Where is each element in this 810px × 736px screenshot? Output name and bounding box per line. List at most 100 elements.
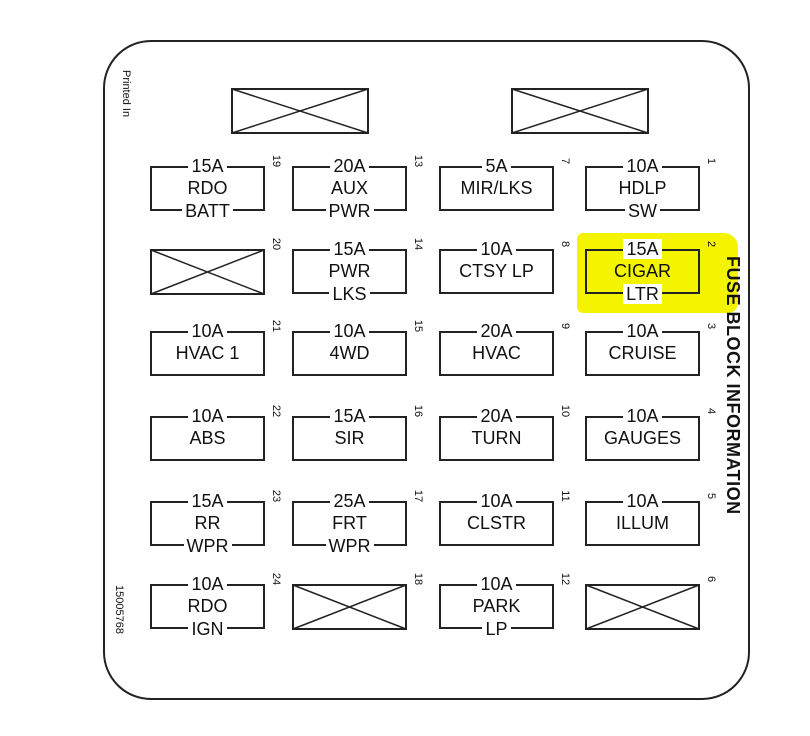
fuse-slot-20: 20 xyxy=(145,238,287,306)
fuse-label: PARK xyxy=(472,596,521,616)
fuse-number: 15 xyxy=(412,319,424,333)
fuse-number: 21 xyxy=(270,319,282,333)
fuse-number: 13 xyxy=(412,154,424,168)
fuse-number: 23 xyxy=(270,489,282,503)
fuse-label: CIGAR xyxy=(613,261,671,281)
fuse-label: ABS xyxy=(189,428,226,448)
fuse-label: HDLP xyxy=(618,178,667,198)
fuse-number: 22 xyxy=(270,404,282,418)
fuse-amperage: 10A xyxy=(439,574,554,594)
fuse-number: 17 xyxy=(412,489,424,503)
fuse-label: PWR xyxy=(328,261,371,281)
fuse-number: 1 xyxy=(705,157,717,165)
fuse-amperage: 10A xyxy=(585,321,700,341)
fuse-label: SIR xyxy=(334,428,365,448)
relay-right xyxy=(511,88,649,134)
fuse-amperage: 15A xyxy=(292,239,407,259)
fuse-label: HVAC 1 xyxy=(175,343,240,363)
fuse-amperage: 10A xyxy=(585,156,700,176)
fuse-number: 10 xyxy=(559,404,571,418)
relay-left xyxy=(231,88,369,134)
fuse-label-2: WPR xyxy=(150,536,265,556)
fuse-amperage: 25A xyxy=(292,491,407,511)
fuse-amperage: 20A xyxy=(439,406,554,426)
fuse-number: 9 xyxy=(559,322,571,330)
fuse-label-2: PWR xyxy=(292,201,407,221)
fuse-block-panel xyxy=(103,40,750,700)
fuse-amperage: 15A xyxy=(150,156,265,176)
fuse-number: 11 xyxy=(559,490,571,502)
fuse-label: GAUGES xyxy=(603,428,682,448)
fuse-slot-6: 6 xyxy=(580,573,722,641)
fuse-number: 14 xyxy=(412,237,424,251)
fuse-label: CRUISE xyxy=(608,343,677,363)
fuse-amperage: 10A xyxy=(150,406,265,426)
part-number: 15005768 xyxy=(113,585,125,634)
fuse-number: 2 xyxy=(705,240,717,248)
empty-slot-icon xyxy=(585,584,700,630)
fuse-label: CTSY LP xyxy=(459,261,534,281)
fuse-amperage: 10A xyxy=(150,574,265,594)
fuse-label: MIR/LKS xyxy=(460,178,533,198)
fuse-label: RDO xyxy=(187,178,228,198)
printed-in-label: Printed In xyxy=(120,70,132,118)
fuse-slot-18: 18 xyxy=(287,573,429,641)
fuse-amperage: 15A xyxy=(150,491,265,511)
fuse-number: 20 xyxy=(270,237,282,251)
fuse-number: 7 xyxy=(559,157,571,165)
fuse-amperage: 10A xyxy=(585,406,700,426)
fuse-number: 5 xyxy=(705,492,717,500)
fuse-label: 4WD xyxy=(329,343,370,363)
fuse-number: 4 xyxy=(705,407,717,415)
fuse-label-2: BATT xyxy=(150,201,265,221)
fuse-label: AUX xyxy=(330,178,368,198)
fuse-number: 24 xyxy=(270,572,282,586)
fuse-number: 19 xyxy=(270,154,282,168)
fuse-number: 16 xyxy=(412,404,424,418)
fuse-label: ILLUM xyxy=(615,513,669,533)
fuse-amperage: 15A xyxy=(292,406,407,426)
fuse-label: RR xyxy=(194,513,221,533)
fuse-amperage: 10A xyxy=(439,491,554,511)
fuse-amperage: 15A xyxy=(585,239,700,259)
fuse-amperage: 20A xyxy=(292,156,407,176)
fuse-amperage: 10A xyxy=(150,321,265,341)
fuse-label-2: SW xyxy=(585,201,700,221)
fuse-amperage: 20A xyxy=(439,321,554,341)
fuse-amperage: 10A xyxy=(292,321,407,341)
fuse-amperage: 10A xyxy=(585,491,700,511)
fuse-label: RDO xyxy=(187,596,228,616)
fuse-amperage: 5A xyxy=(439,156,554,176)
fuse-label: CLSTR xyxy=(466,513,526,533)
fuse-block-title: FUSE BLOCK INFORMATION xyxy=(723,256,743,515)
fuse-label-2: LKS xyxy=(292,284,407,304)
fuse-label-2: IGN xyxy=(150,619,265,639)
empty-slot-icon xyxy=(292,584,407,630)
fuse-number: 6 xyxy=(705,575,717,583)
fuse-label: FRT xyxy=(332,513,367,533)
fuse-number: 8 xyxy=(559,240,571,248)
fuse-label: HVAC xyxy=(472,343,521,363)
fuse-amperage: 10A xyxy=(439,239,554,259)
fuse-number: 18 xyxy=(412,572,424,586)
fuse-label-2: WPR xyxy=(292,536,407,556)
empty-slot-icon xyxy=(150,249,265,295)
